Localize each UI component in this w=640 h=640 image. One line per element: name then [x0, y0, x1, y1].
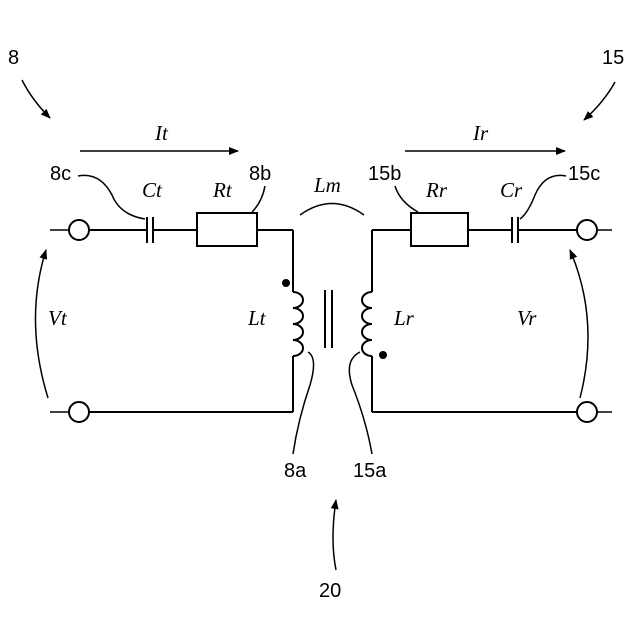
label-capacitor-cr: Cr: [500, 178, 523, 202]
label-mutual-lm: Lm: [313, 173, 341, 197]
resistor-rt: [197, 213, 257, 246]
leader-8a: [293, 352, 314, 454]
label-voltage-vt: Vt: [48, 306, 68, 330]
terminal-bottom-left: [69, 402, 89, 422]
label-inductor-lt: Lt: [247, 306, 267, 330]
label-ref-8b: 8b: [249, 163, 271, 185]
ref-arrow-8: [22, 80, 50, 118]
inductor-lt: [293, 292, 303, 356]
leader-8c: [78, 175, 145, 219]
label-ref-8c: 8c: [50, 163, 71, 185]
label-ref-15: 15: [602, 47, 624, 69]
leader-15c: [520, 175, 566, 219]
label-ref-15b: 15b: [368, 163, 401, 185]
terminal-top-right: [577, 220, 597, 240]
label-current-it: It: [154, 121, 169, 145]
polarity-dot-lt: [282, 279, 290, 287]
mutual-inductance-arc: [300, 204, 364, 216]
leader-8b: [252, 186, 265, 212]
voltage-arrow-vt: [35, 250, 48, 398]
label-capacitor-ct: Ct: [142, 178, 163, 202]
label-current-ir: Ir: [472, 121, 489, 145]
inductor-lr: [362, 292, 372, 356]
voltage-arrow-vr: [570, 250, 588, 398]
polarity-dot-lr: [379, 351, 387, 359]
label-resistor-rr: Rr: [425, 178, 448, 202]
ref-arrow-20: [333, 500, 336, 570]
label-inductor-lr: Lr: [393, 306, 415, 330]
label-ref-15a: 15a: [353, 460, 387, 482]
label-ref-20: 20: [319, 580, 341, 602]
terminal-top-left: [69, 220, 89, 240]
label-voltage-vr: Vr: [517, 306, 537, 330]
resistor-rr: [411, 213, 468, 246]
leader-15a: [349, 352, 372, 454]
label-ref-15c: 15c: [568, 163, 600, 185]
ref-arrow-15: [584, 82, 615, 120]
leader-15b: [395, 186, 418, 212]
terminal-bottom-right: [577, 402, 597, 422]
label-ref-8: 8: [8, 47, 19, 69]
label-ref-8a: 8a: [284, 460, 307, 482]
label-resistor-rt: Rt: [212, 178, 233, 202]
